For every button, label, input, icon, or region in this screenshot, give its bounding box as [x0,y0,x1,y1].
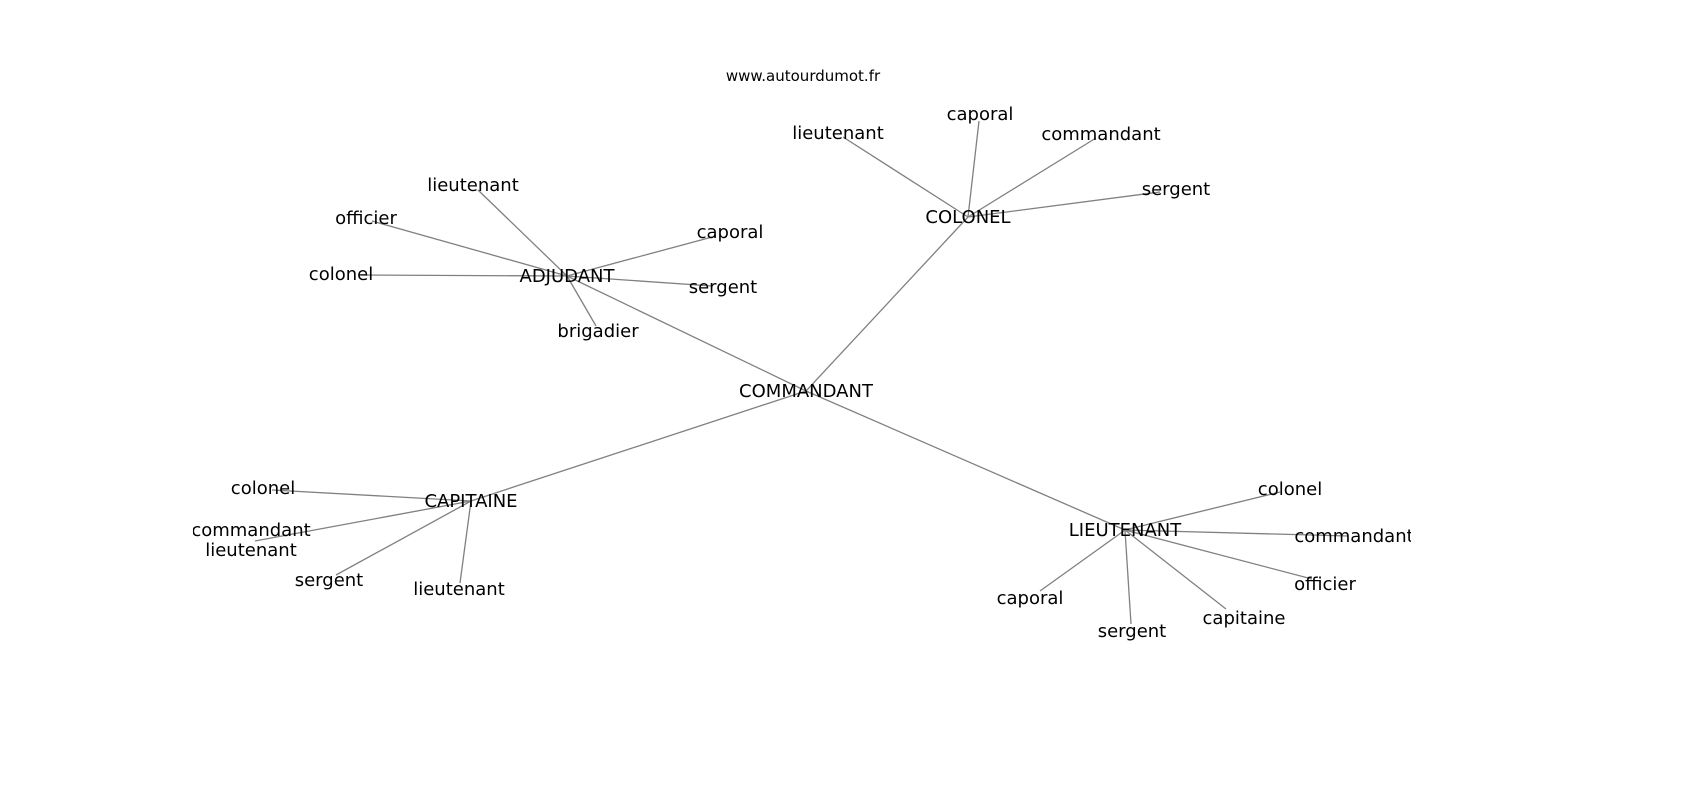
hub-node-label: ADJUDANT [520,266,616,287]
leaf-node-label: lieutenant [427,175,519,196]
leaf-node-label: sergent [1142,179,1211,200]
leaf-node-label: colonel [231,478,295,499]
leaf-node-label: brigadier [557,321,639,342]
edge-adjudant-leaf [361,274,568,277]
edge-colonel-leaf [967,137,1097,218]
leaf-node-label: sergent [1098,621,1167,642]
leaf-node-label: lieutenant [792,123,884,144]
edge-adjudant-leaf [477,189,568,277]
leaf-node-label: commandant [1294,526,1413,547]
root-node-label: COMMANDANT [739,381,874,402]
edge-lieutenant-leaf [1039,529,1126,592]
hub-node-label: CAPITAINE [424,491,517,512]
leaf-node-label: commandant [1041,124,1160,145]
leaf-node-label: officier [335,208,397,229]
edge-root-capitaine [470,390,807,502]
edge-capitaine-leaf [335,500,472,576]
site-watermark-title: www.autourdumot.fr [725,67,881,85]
leaf-node-label: caporal [947,104,1014,125]
edge-capitaine-leaf [254,500,472,542]
hub-node-label: COLONEL [925,207,1010,228]
edge-root-colonel [805,216,969,392]
edge-adjudant-leaf [371,220,568,277]
leaf-node-label: capitaine [1203,608,1286,629]
edge-lieutenant-leaf [1124,491,1281,531]
leaf-node-label: lieutenant [413,579,505,600]
edge-adjudant-leaf [566,235,717,277]
leaf-node-label: colonel [1258,479,1322,500]
edge-colonel-leaf [967,120,980,218]
leaf-node-label: caporal [697,222,764,243]
edge-root-lieutenant [805,390,1126,531]
leaf-node-label: sergent [295,570,364,591]
edge-adjudant-leaf [566,275,597,327]
hub-node-label: LIEUTENANT [1069,520,1182,541]
edge-root-adjudant [566,275,807,392]
leaf-node-label: colonel [309,264,373,285]
edge-lieutenant-leaf [1124,529,1227,610]
edge-colonel-leaf [967,191,1161,218]
edge-adjudant-leaf [566,275,713,287]
leaf-node-label: officier [1294,574,1356,595]
leaf-node-label: sergent [689,277,758,298]
leaf-node-label: caporal [997,588,1064,609]
edge-capitaine-leaf [271,489,472,502]
edge-lieutenant-leaf [1124,529,1132,625]
edge-lieutenant-leaf [1124,529,1313,580]
edge-capitaine-leaf [459,500,472,584]
edge-lieutenant-leaf [1124,529,1349,537]
edge-colonel-leaf [842,136,969,218]
